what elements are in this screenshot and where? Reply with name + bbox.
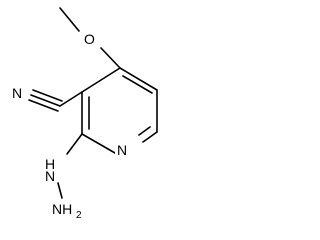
methoxy-oxygen-label: O	[84, 31, 95, 47]
bond-n1-c2	[81, 133, 116, 154]
bond-c3-c4	[81, 67, 121, 93]
amine-subscript: 2	[76, 210, 82, 221]
bond-c6-n1	[142, 131, 158, 143]
ring-nitrogen-label: N	[117, 142, 127, 158]
bond-c3-nitrile-c	[59, 91, 83, 107]
bond-c4-c5-double	[122, 75, 153, 94]
nitrile-nitrogen-label: N	[12, 85, 22, 101]
hydrazine-h-label: H	[45, 156, 55, 172]
bond-c4-c5	[119, 67, 158, 91]
hydrazine-n-label: N	[45, 168, 55, 184]
amine-label: NH	[52, 201, 72, 217]
bond-nitrile-triple-3	[28, 99, 59, 112]
bond-c6-n1-double	[138, 126, 151, 136]
bond-methyl-oxygen	[59, 7, 80, 32]
bond-nitrile-triple-2	[32, 89, 63, 102]
bond-oxygen-c4	[100, 47, 121, 69]
bond-nh-nh2	[57, 182, 63, 199]
oxygen-label-bg	[82, 29, 98, 47]
molecule-structure: O N N H N NH 2	[12, 7, 158, 221]
bond-nitrile-triple-1	[30, 94, 61, 107]
bond-c2-nh	[66, 133, 83, 155]
ring-nitrogen-label-bg	[115, 140, 130, 158]
